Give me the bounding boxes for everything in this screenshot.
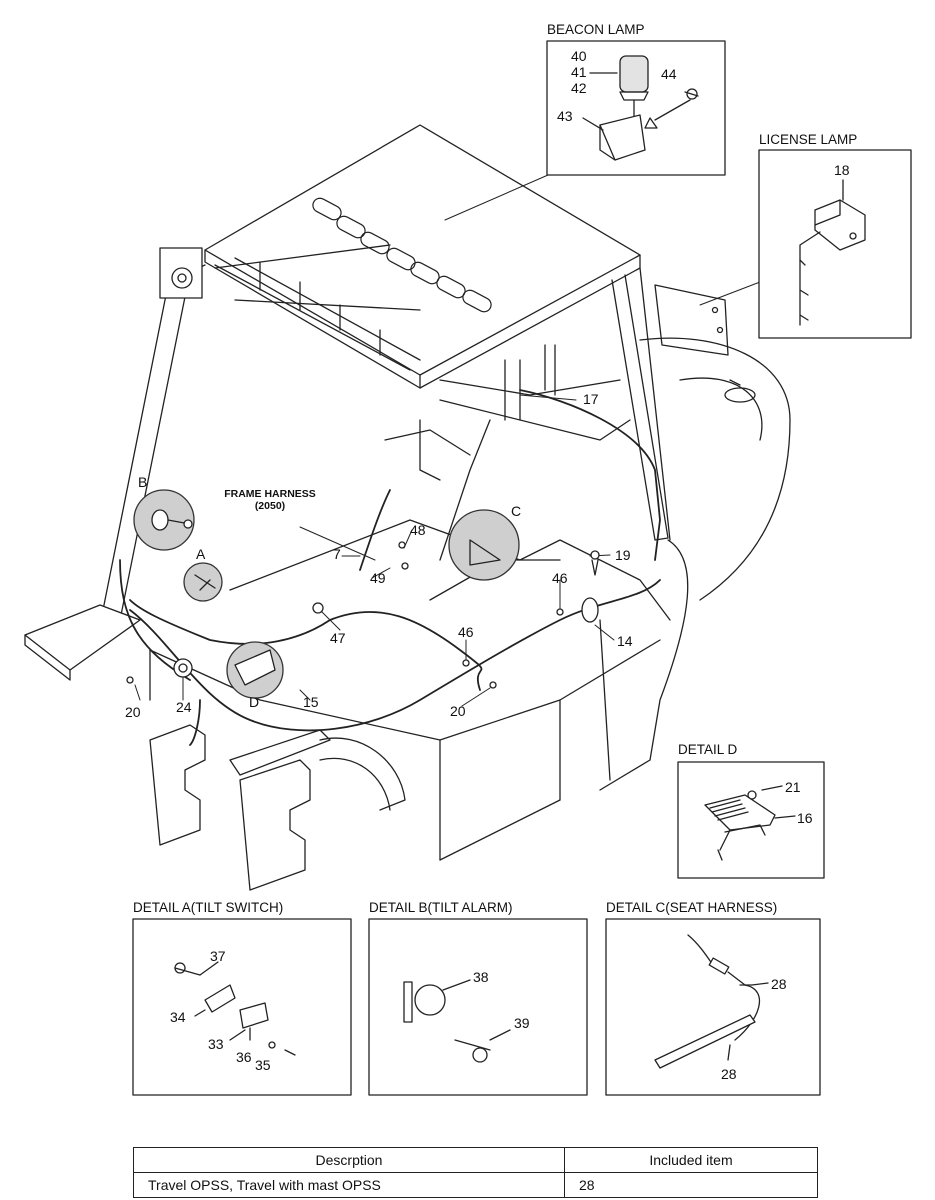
callout-38: 38 — [473, 969, 489, 985]
callout-24: 24 — [176, 699, 192, 715]
callout-47: 47 — [330, 630, 346, 646]
callout-34: 34 — [170, 1009, 186, 1025]
callout-46-upper: 46 — [552, 570, 568, 586]
row-description: Travel OPSS, Travel with mast OPSS — [133, 1172, 565, 1198]
counterweight — [599, 337, 791, 791]
callout-39: 39 — [514, 1015, 530, 1031]
callout-40: 40 — [571, 48, 587, 64]
beacon-lamp-title: BEACON LAMP — [547, 22, 645, 37]
callout-16: 16 — [797, 810, 813, 826]
beacon-lamp-art — [546, 40, 726, 176]
frame-harness-code: (2050) — [254, 500, 286, 512]
detail-a-art — [132, 918, 352, 1096]
license-lamp-art — [758, 149, 912, 339]
included-items-table: Descrption Included item Travel OPSS, Tr… — [133, 1147, 818, 1198]
callout-48: 48 — [410, 522, 426, 538]
callout-37: 37 — [210, 948, 226, 964]
panel-leaders — [444, 174, 761, 306]
header-included-item: Included item — [564, 1147, 818, 1173]
step-plate — [24, 604, 141, 681]
callout-19: 19 — [615, 547, 631, 563]
fender — [319, 737, 406, 811]
table-header-row: Descrption Included item — [133, 1147, 818, 1173]
callout-28-upper: 28 — [771, 976, 787, 992]
detail-c-title: DETAIL C(SEAT HARNESS) — [606, 900, 778, 915]
chassis-body — [149, 519, 671, 861]
callout-28-lower: 28 — [721, 1066, 737, 1082]
detail-b-art — [368, 918, 588, 1096]
frame-harness-label: FRAME HARNESS (2050) — [210, 488, 330, 512]
callout-17: 17 — [583, 391, 599, 407]
callout-7: 7 — [333, 546, 341, 562]
callout-33: 33 — [208, 1036, 224, 1052]
detail-a-title: DETAIL A(TILT SWITCH) — [133, 900, 284, 915]
frame-harness-name: FRAME HARNESS — [224, 488, 316, 500]
table-row: Travel OPSS, Travel with mast OPSS 28 — [133, 1172, 818, 1198]
header-description: Descrption — [133, 1147, 565, 1173]
callout-46-lower: 46 — [458, 624, 474, 640]
callout-21: 21 — [785, 779, 801, 795]
row-included-item: 28 — [564, 1172, 818, 1198]
callout-36: 36 — [236, 1049, 252, 1065]
callout-18: 18 — [834, 162, 850, 178]
detail-b-title: DETAIL B(TILT ALARM) — [369, 900, 513, 915]
detail-d-art — [677, 761, 825, 879]
detail-marker-d: D — [249, 694, 260, 710]
callout-20-right: 20 — [450, 703, 466, 719]
detail-marker-c: C — [511, 503, 522, 519]
license-lamp-title: LICENSE LAMP — [759, 132, 858, 147]
callout-15: 15 — [303, 694, 319, 710]
callout-44: 44 — [661, 66, 677, 82]
front-brackets — [149, 724, 331, 891]
callout-42: 42 — [571, 80, 587, 96]
callout-14: 14 — [617, 633, 633, 649]
callout-43: 43 — [557, 108, 573, 124]
callout-leaders — [134, 394, 615, 707]
detail-marker-a: A — [196, 546, 206, 562]
callout-41: 41 — [571, 64, 587, 80]
detail-d-title: DETAIL D — [678, 742, 738, 757]
callout-20-left: 20 — [125, 704, 141, 720]
detail-marker-b: B — [138, 474, 148, 490]
callout-35: 35 — [255, 1057, 271, 1073]
callout-49: 49 — [370, 570, 386, 586]
detail-c-art — [605, 918, 821, 1096]
overhead-guard-roof — [204, 124, 641, 389]
rear-pillar-right — [611, 267, 729, 541]
